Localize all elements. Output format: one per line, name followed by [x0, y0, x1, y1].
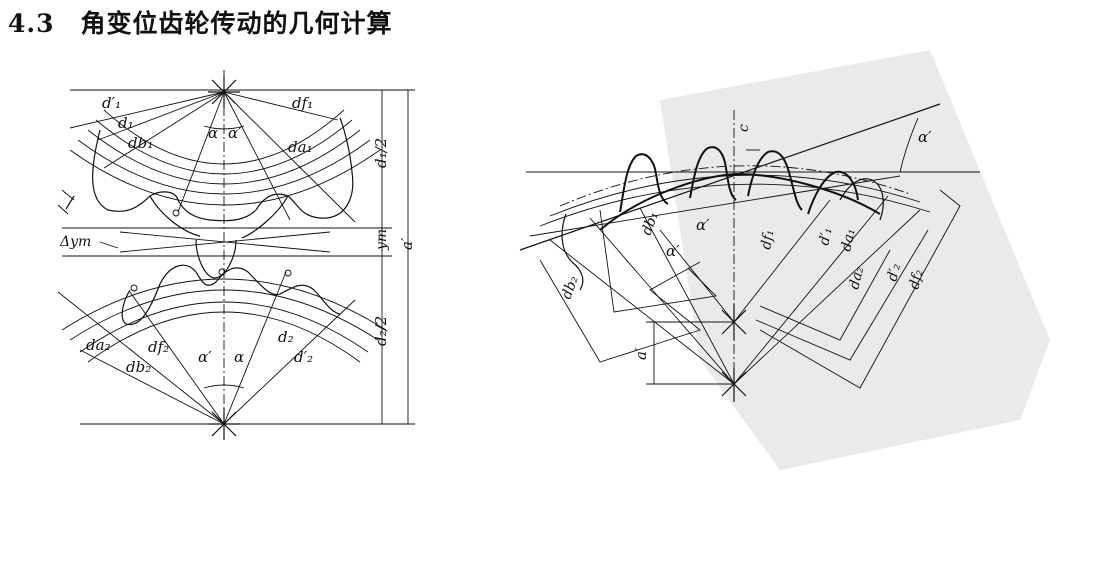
- label-half-d2: d₂/2: [372, 316, 390, 346]
- label-df1: df₁: [292, 94, 313, 112]
- right-geometry: [519, 103, 980, 402]
- label-d1-prime: d′₁: [102, 94, 121, 112]
- label-d2-prime: d′₂: [294, 348, 313, 366]
- label-alpha-prime-top-right: α′: [918, 128, 932, 146]
- label-delta-ym: Δym: [59, 234, 91, 250]
- label-a-prime: a′: [398, 237, 416, 250]
- label-alpha-prime-mid-right: α′: [696, 216, 710, 234]
- label-alpha-prime-bottom: α′: [198, 348, 212, 366]
- label-d2-prime-right: d′₂: [884, 261, 904, 282]
- label-da2: da₂: [86, 336, 111, 354]
- label-d1: d₁: [118, 114, 134, 132]
- left-labels: d′₁ d₁ db₁ df₁ da₁ α α′ d₁/2 ym a′ Δym d…: [59, 94, 416, 376]
- label-ym: ym: [374, 229, 390, 251]
- label-half-d1: d₁/2: [372, 138, 390, 168]
- label-a-prime-right: a′: [632, 347, 650, 360]
- label-c: c: [736, 124, 752, 132]
- label-alpha-top: α: [208, 124, 218, 142]
- label-alpha-prime-top: α′: [228, 124, 242, 142]
- label-alpha-bottom: α: [234, 348, 244, 366]
- right-gear-diagram: c α′ α′ α′ db₁ df₁ d′₁ da₁ db₂ da₂ d′₂ d…: [519, 50, 1050, 470]
- label-d2: d₂: [278, 328, 294, 346]
- label-db2-right: db₂: [559, 273, 582, 301]
- label-d1-prime-right: d′₁: [816, 226, 835, 247]
- left-geometry: [57, 70, 415, 440]
- label-db1: db₁: [128, 134, 153, 152]
- label-db2: db₂: [126, 358, 151, 376]
- section-heading: 4.3 角变位齿轮传动的几何计算: [8, 4, 393, 40]
- label-db1-right: db₁: [639, 210, 662, 238]
- label-da2-right: da₂: [846, 264, 867, 290]
- label-df1-right: df₁: [758, 228, 777, 250]
- label-da1: da₁: [288, 138, 313, 156]
- left-gear-diagram: d′₁ d₁ db₁ df₁ da₁ α α′ d₁/2 ym a′ Δym d…: [57, 70, 416, 440]
- watermark-shape: [660, 50, 1050, 470]
- section-number: 4.3: [8, 9, 55, 38]
- label-da1-right: da₁: [838, 227, 858, 253]
- right-labels: c α′ α′ α′ db₁ df₁ d′₁ da₁ db₂ da₂ d′₂ d…: [559, 124, 932, 360]
- label-df2-right: df₂: [906, 268, 926, 291]
- label-df2: df₂: [148, 338, 169, 356]
- label-alpha-prime-low-right: α′: [666, 242, 680, 260]
- section-title: 角变位齿轮传动的几何计算: [80, 9, 393, 38]
